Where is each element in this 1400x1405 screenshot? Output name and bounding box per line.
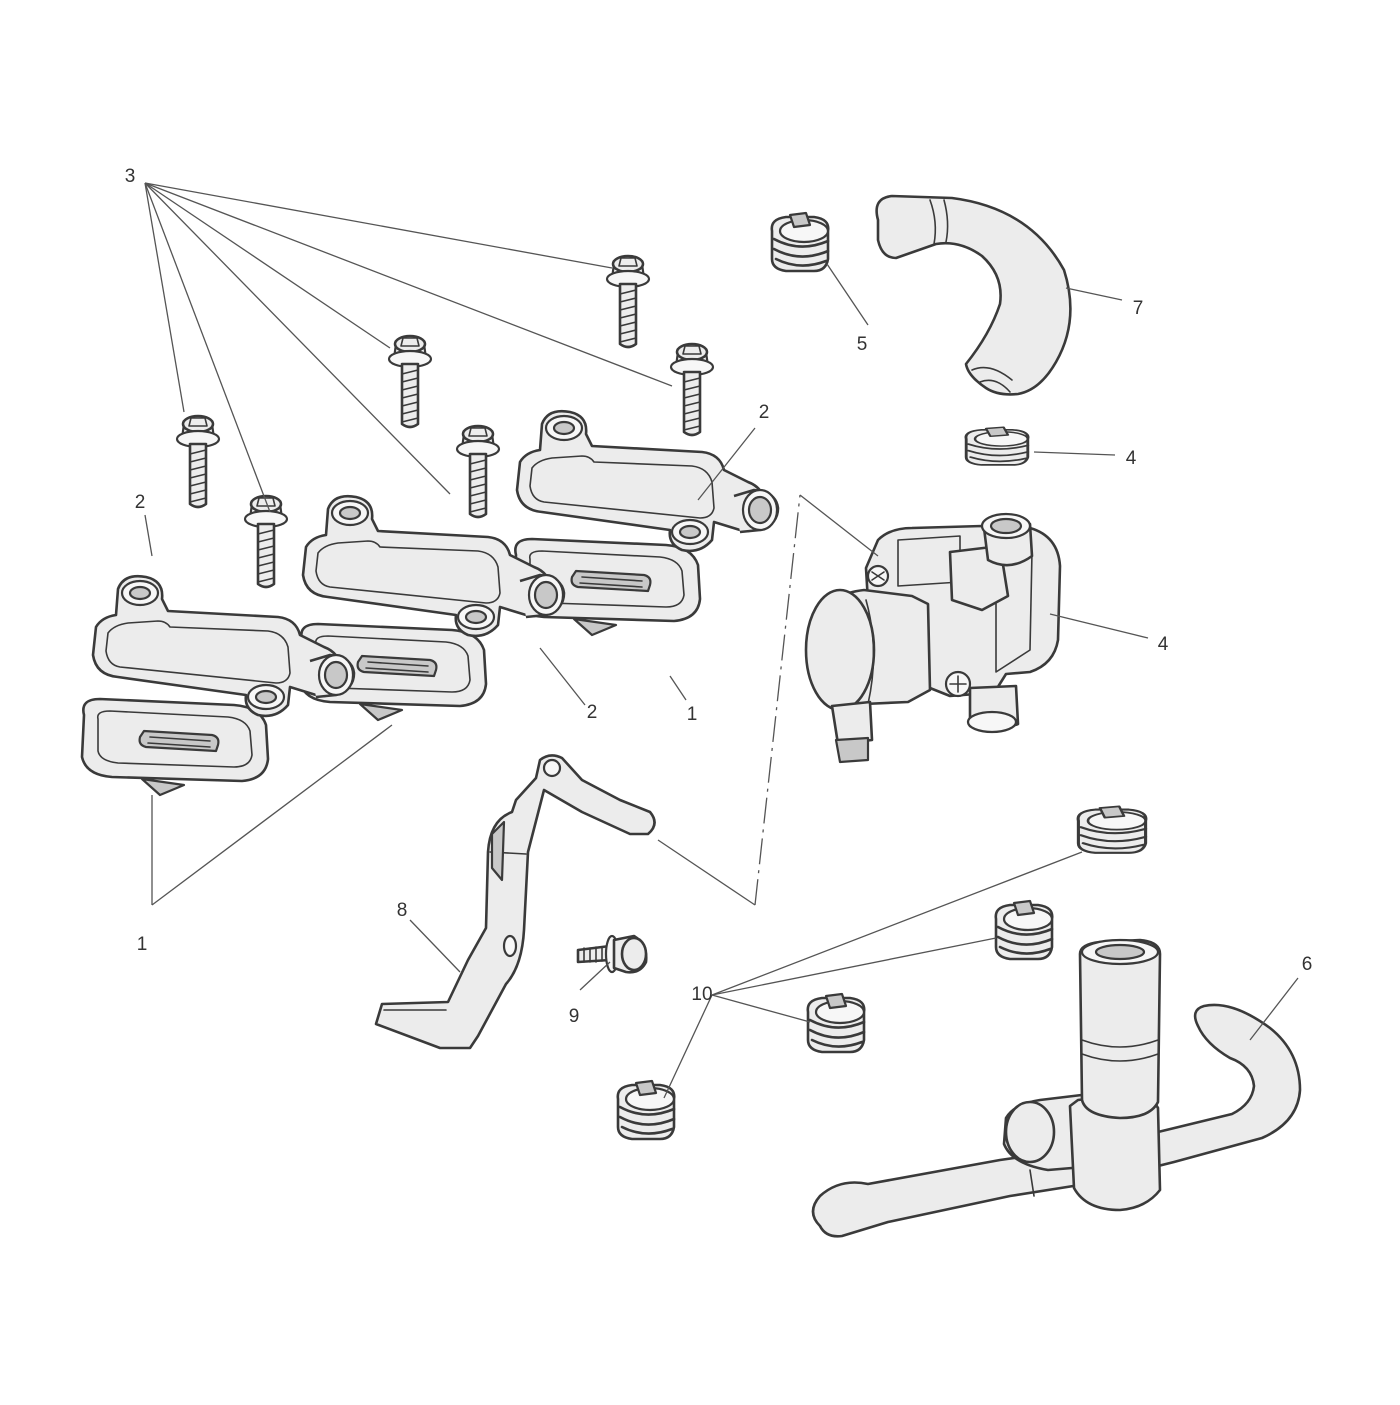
callout-2: 2 [587,702,598,723]
t-hose [811,938,1302,1238]
bolt [576,934,648,974]
callout-1: 1 [137,934,148,955]
reed-valve-cover [91,574,356,718]
hose-clip [806,992,866,1054]
bolt [605,254,651,349]
callout-4: 4 [1126,448,1137,469]
callout-4: 10 [691,984,712,1005]
hose-clip [994,899,1054,961]
bracket [374,754,656,1050]
bolt [175,414,221,509]
bolt [387,334,433,429]
hose-clip [964,425,1030,467]
hose-clip [770,211,830,273]
callout-9: 9 [569,1006,580,1027]
reed-valve-cover [515,409,780,553]
callout-7: 7 [1133,298,1144,319]
callout-3: 3 [125,166,136,187]
hose-clip [616,1079,676,1141]
air-control-valve [804,512,1062,764]
callout-8: 8 [397,900,408,921]
bolt [243,494,289,589]
elbow-hose [875,194,1072,396]
callout-10: 4 [1158,634,1169,655]
leader-lines [144,182,1299,1099]
callout-2: 2 [135,492,146,513]
reed-valve-cover [301,494,566,638]
bolt [669,342,715,437]
hose-clip [1076,804,1148,855]
callout-2: 2 [759,402,770,423]
gasket [80,697,270,797]
callout-labels: 3 2 2 2 1 1 5 7 4 4 8 9 10 6 [125,166,1313,1027]
bolt [455,424,501,519]
callout-1: 1 [687,704,698,725]
callout-5: 5 [857,334,868,355]
reed-valve-cover-group [80,409,780,797]
callout-6: 6 [1302,954,1313,975]
